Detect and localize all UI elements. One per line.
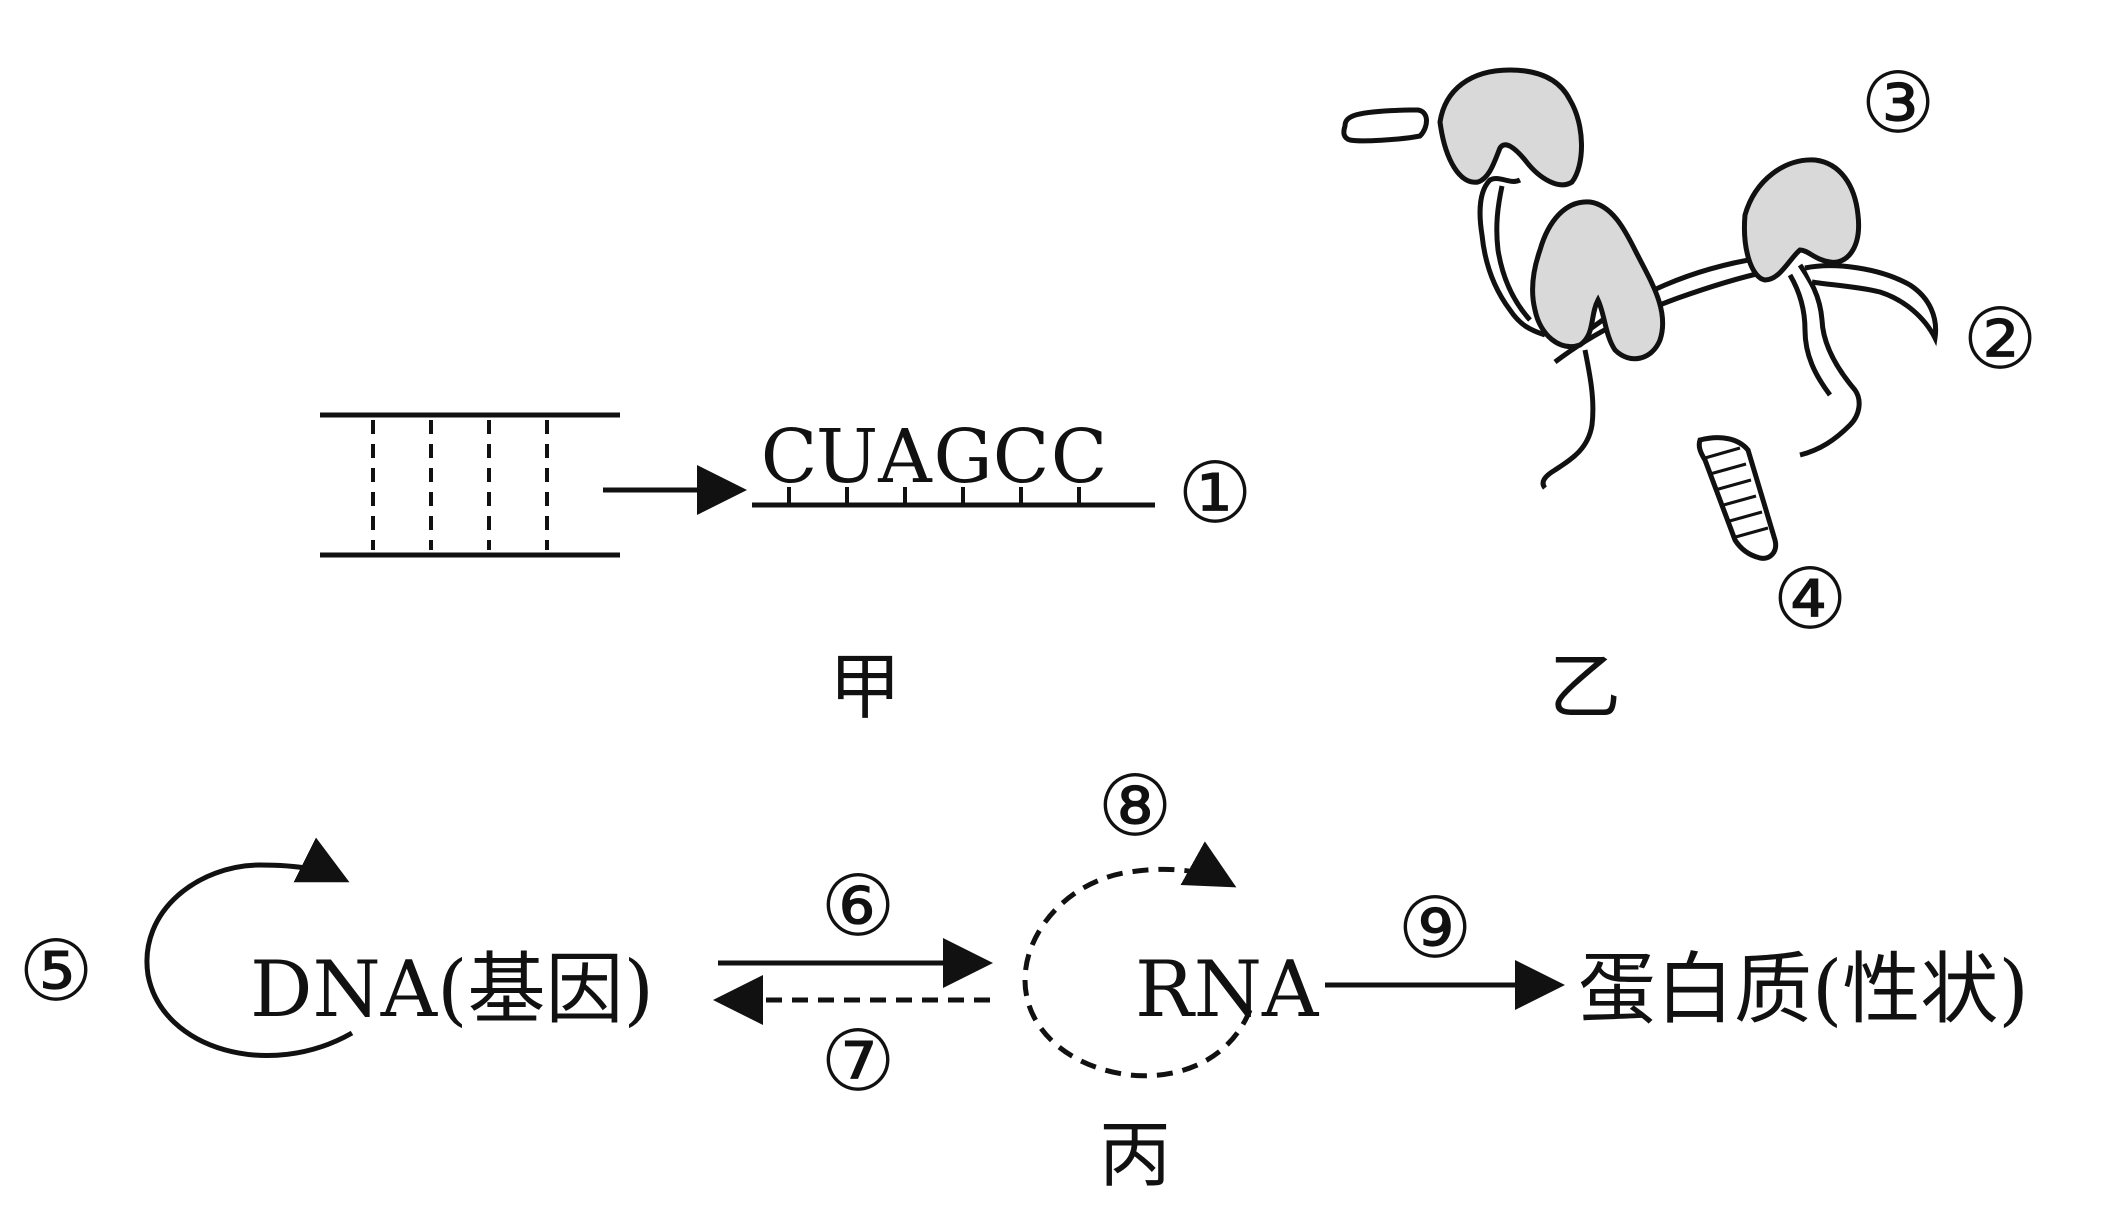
marker-7: ⑦	[820, 1012, 895, 1110]
peptide-fragment	[1341, 107, 1429, 144]
panel-bing: ⑤ DNA(基因) ⑥ ⑦ ⑧ RNA ⑨ 蛋白质(性状) 丙	[18, 757, 2029, 1197]
rna-strand	[752, 487, 1155, 508]
ribosome-3	[1741, 157, 1862, 283]
marker-4: ④	[1772, 550, 1847, 648]
rna-label: RNA	[1135, 945, 1320, 1035]
panel-yi: ③ ② ④ 乙	[1341, 54, 2038, 729]
base-2: U	[816, 414, 878, 500]
rna-sequence: C U A G C C	[761, 414, 1108, 500]
base-1: C	[761, 414, 818, 500]
marker-9: ⑨	[1397, 879, 1472, 977]
marker-1: ①	[1177, 444, 1252, 542]
marker-8: ⑧	[1097, 757, 1172, 855]
label-yi: 乙	[1549, 645, 1621, 729]
dna-double-strand	[320, 412, 620, 558]
polypeptide-chain-1	[1477, 176, 1546, 338]
protein-trait-label: 蛋白质(性状)	[1578, 945, 2029, 1035]
marker-5: ⑤	[18, 922, 93, 1020]
label-bing: 丙	[1099, 1113, 1171, 1197]
panel-jia: C U A G C C ① 甲	[320, 412, 1253, 729]
label-jia: 甲	[829, 645, 901, 729]
dna-gene-label: DNA(基因)	[250, 945, 654, 1035]
mrna-tail	[1804, 263, 1939, 347]
marker-6: ⑥	[820, 857, 895, 955]
polypeptide-chain-2	[1540, 349, 1596, 490]
marker-3: ③	[1860, 54, 1935, 152]
peptide-chain-4	[1696, 435, 1779, 561]
base-4: G	[933, 414, 992, 500]
replication-arrow	[144, 837, 354, 1058]
base-3: A	[877, 414, 933, 500]
base-5: C	[993, 414, 1050, 500]
base-6: C	[1051, 414, 1108, 500]
mrna-thread	[1553, 255, 1766, 364]
ribosome-1	[1437, 67, 1584, 188]
ribosome-2	[1530, 199, 1666, 362]
polypeptide-chain-3	[1787, 263, 1862, 458]
rna-replication-loop	[1022, 841, 1253, 1079]
marker-2: ②	[1962, 290, 2037, 388]
